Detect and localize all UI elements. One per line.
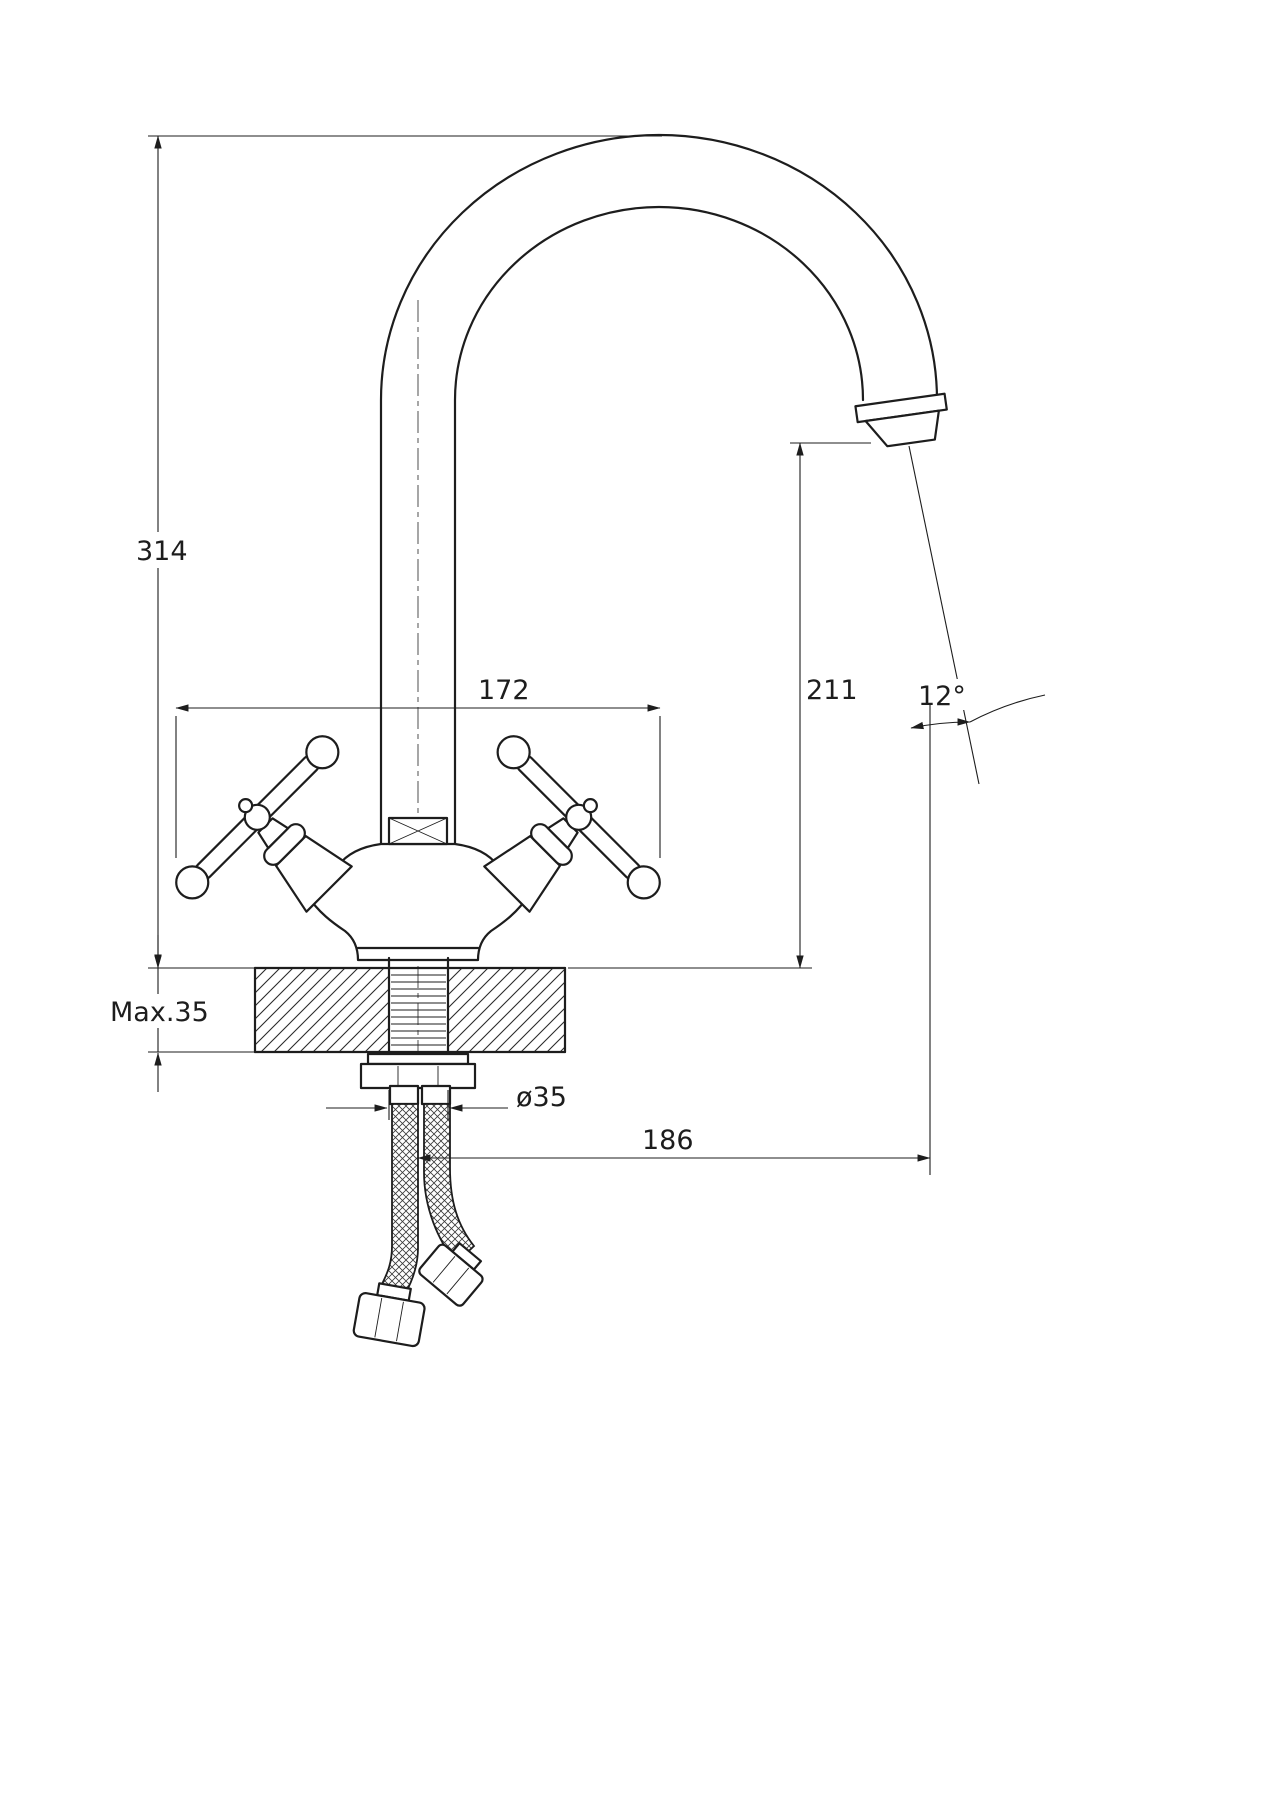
spout-outer-curve [379, 133, 939, 848]
dimension-max35: Max.35 [102, 935, 260, 1092]
hose-crimp-left [388, 1084, 420, 1106]
hose-left [380, 1103, 419, 1298]
hose-nut-left [352, 1282, 426, 1348]
supply-hoses [352, 1084, 484, 1348]
label-mask [102, 994, 214, 1028]
spout-nozzle [864, 409, 940, 448]
label-mask [910, 679, 968, 710]
dim-label-spout-reach: 186 [642, 1125, 694, 1156]
faucet-outline [306, 133, 948, 962]
label-mask [128, 532, 188, 568]
hose-nut-body [418, 1243, 484, 1307]
dim-label-total-height: 314 [136, 536, 188, 567]
dimension-angle-12: 12° [908, 445, 1046, 785]
dim-label-shank-diameter: ø35 [516, 1082, 567, 1113]
cartridge-cross [388, 817, 448, 845]
dim-label-spout-angle: 12° [918, 681, 966, 712]
mounting-washer [366, 1052, 470, 1066]
hose-nut-facet [396, 1301, 404, 1342]
countertop-hatch-right [449, 969, 564, 1051]
countertop-section [253, 966, 567, 1054]
dim-label-counter-thickness: Max.35 [110, 997, 209, 1028]
dim-label-outlet-height: 211 [806, 675, 858, 706]
dim-label-handle-span: 172 [478, 675, 530, 706]
spout-inner-curve [453, 205, 865, 848]
hose-nut-facet [432, 1256, 456, 1283]
hose-right [423, 1103, 476, 1265]
hose-crimp-right [420, 1084, 452, 1106]
hose-nut-right [418, 1242, 484, 1307]
dimension-186: 186 [417, 705, 931, 1175]
shank-threads [391, 974, 446, 1046]
hose-nut-body [352, 1292, 426, 1348]
hose-nut-facet [446, 1267, 470, 1295]
spout-tip [854, 392, 948, 448]
mounting-nut [359, 1062, 477, 1090]
angle-arc [910, 718, 971, 730]
threaded-shank [387, 956, 450, 1056]
dimension-172: 172 [175, 675, 661, 858]
angle-arc-extension [969, 694, 1046, 723]
mounting-hardware [359, 1052, 477, 1090]
dimension-314: 314 [128, 135, 662, 969]
spout-axis-line [908, 445, 980, 785]
countertop-hatch-left [256, 969, 388, 1051]
hose-nut-facet [374, 1297, 383, 1338]
dimension-211: 211 [568, 442, 871, 969]
dimension-dia35: ø35 [326, 1082, 567, 1120]
